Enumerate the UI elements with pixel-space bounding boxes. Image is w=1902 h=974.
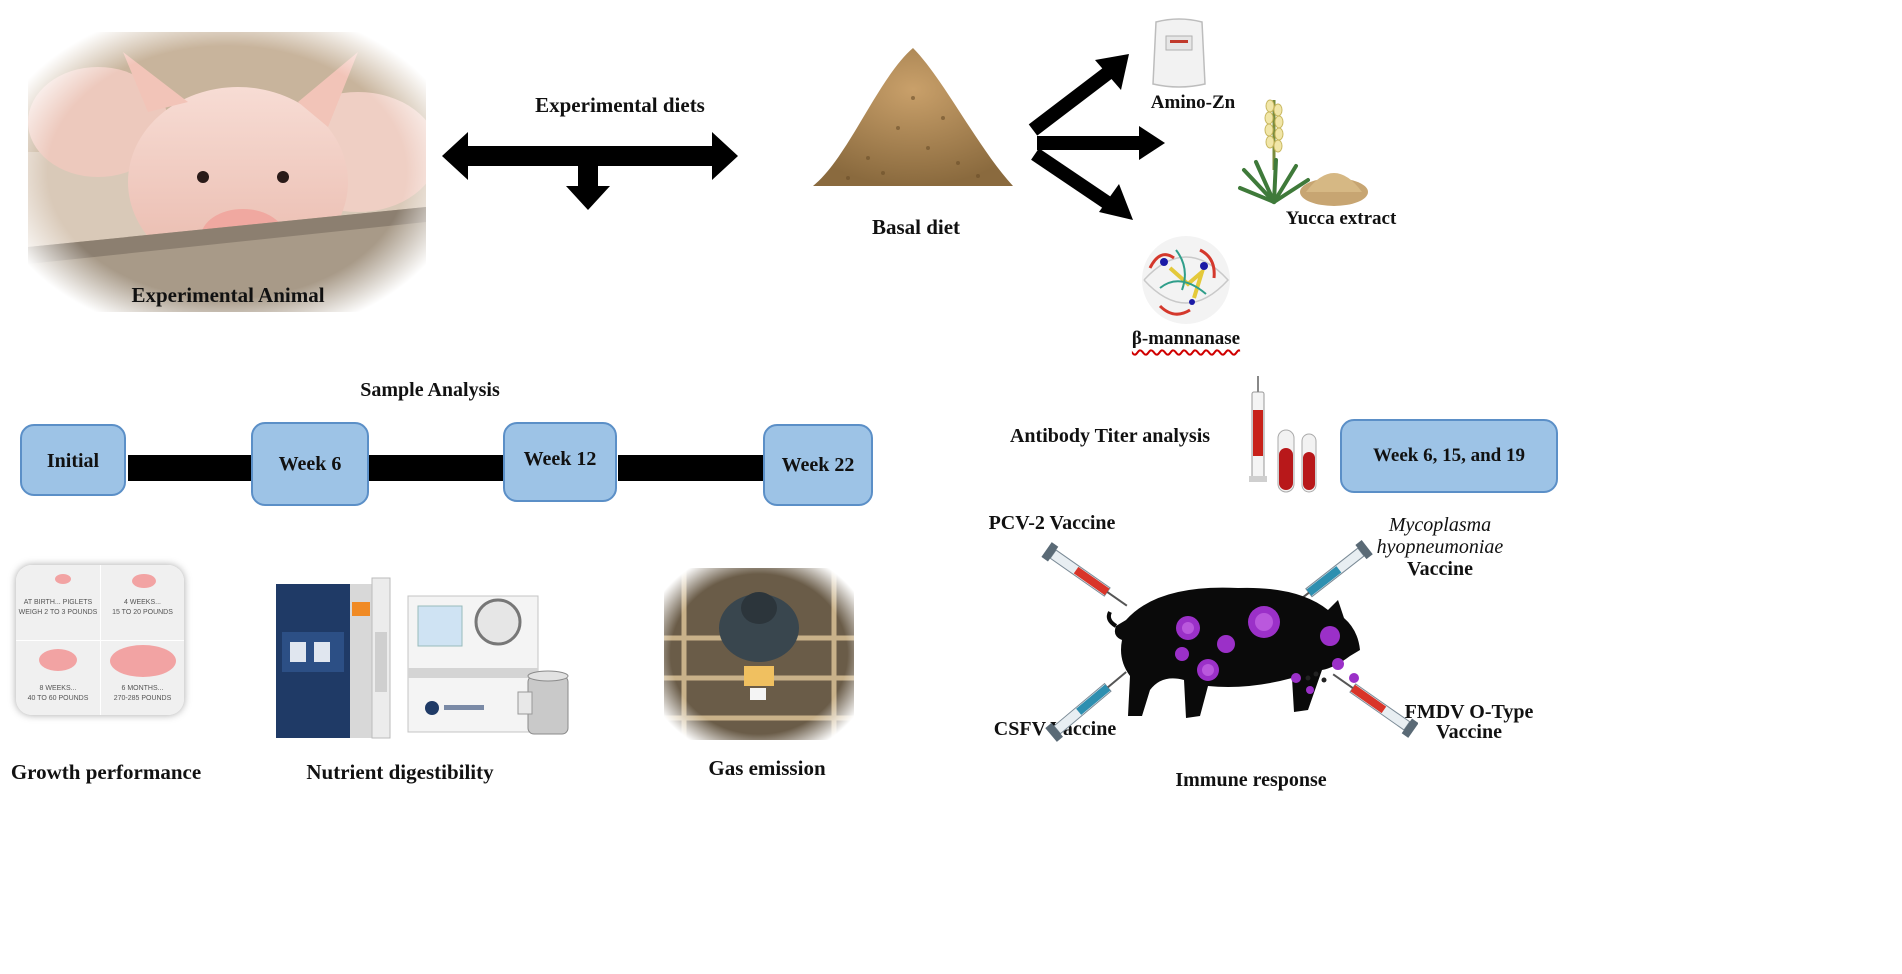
piglet-medium-icon bbox=[132, 574, 156, 588]
week-6-15-19-box: Week 6, 15, and 19 bbox=[1340, 419, 1558, 493]
sample-analysis-title: Sample Analysis bbox=[360, 379, 500, 401]
growth-cell-8weeks: 8 WEEKS... 40 TO 60 POUNDS bbox=[16, 641, 101, 715]
syringe-csfv-icon bbox=[1045, 671, 1127, 742]
yucca-extract-label: Yucca extract bbox=[1285, 208, 1397, 229]
experimental-diets-label: Experimental diets bbox=[535, 93, 705, 117]
syringe-pcv2-icon bbox=[1041, 542, 1128, 607]
experimental-diets-arrow bbox=[442, 132, 738, 210]
antibody-titer-label: Antibody Titer analysis bbox=[1009, 425, 1211, 447]
growth-cell-4weeks-line2: 15 TO 20 POUNDS bbox=[112, 609, 173, 616]
piglet-small-icon bbox=[55, 574, 71, 584]
growth-cell-8weeks-line2: 40 TO 60 POUNDS bbox=[27, 695, 89, 702]
mycoplasma-line-3: Vaccine bbox=[1407, 558, 1473, 580]
fmdv-line-1: FMDV O-Type bbox=[1404, 701, 1534, 723]
mycoplasma-line-1: Mycoplasma bbox=[1388, 514, 1492, 536]
timeline-bar-1 bbox=[128, 455, 252, 481]
basal-diet-image bbox=[813, 48, 1013, 186]
amino-zn-label: Amino-Zn bbox=[1150, 92, 1236, 113]
branch-arrows bbox=[1028, 54, 1165, 220]
mycoplasma-vaccine-label: Mycoplasma hyopneumoniae Vaccine bbox=[1370, 514, 1510, 580]
pcv2-vaccine-label: PCV-2 Vaccine bbox=[988, 512, 1116, 534]
timeline-bar-3 bbox=[618, 455, 764, 481]
pig-xlarge-icon bbox=[110, 645, 176, 677]
pig-large-icon bbox=[39, 649, 77, 671]
fmdv-vaccine-label: FMDV O-Type Vaccine bbox=[1404, 702, 1534, 742]
growth-chart-card: AT BIRTH... PIGLETS WEIGH 2 TO 3 POUNDS … bbox=[16, 565, 184, 715]
timeline-step-week-6: Week 6 bbox=[251, 422, 369, 506]
growth-cell-birth-line2: WEIGH 2 TO 3 POUNDS bbox=[18, 609, 98, 616]
growth-cell-4weeks-line1: 4 WEEKS... bbox=[124, 599, 161, 606]
gas-emission-photo bbox=[664, 568, 854, 740]
immune-response-label: Immune response bbox=[1175, 769, 1327, 791]
amino-zn-bag-icon bbox=[1152, 18, 1206, 88]
mycoplasma-line-2: hyopneumoniae bbox=[1376, 536, 1504, 558]
pig-immune-diagram bbox=[1041, 540, 1418, 742]
timeline-step-week-12: Week 12 bbox=[503, 422, 617, 502]
growth-cell-8weeks-line1: 8 WEEKS... bbox=[39, 685, 77, 692]
beta-mannanase-text: β-mannanase bbox=[1131, 328, 1241, 349]
experimental-animal-label: Experimental Animal bbox=[131, 283, 325, 307]
beta-mannanase-protein-image bbox=[1142, 236, 1230, 324]
nutrient-digestibility-label: Nutrient digestibility bbox=[306, 760, 494, 784]
yucca-extract-image bbox=[1238, 99, 1368, 206]
gas-emission-label: Gas emission bbox=[708, 756, 826, 780]
growth-performance-label: Growth performance bbox=[10, 760, 202, 784]
timeline-bar-2 bbox=[366, 455, 504, 481]
growth-cell-4weeks: 4 WEEKS... 15 TO 20 POUNDS bbox=[101, 565, 184, 641]
syringe-fmdv-icon bbox=[1332, 673, 1418, 738]
growth-cell-6months-line1: 6 MONTHS... bbox=[121, 685, 164, 692]
fmdv-line-2: Vaccine bbox=[1436, 721, 1502, 743]
beta-mannanase-label: β-mannanase bbox=[1126, 328, 1246, 350]
piglet-photo bbox=[28, 32, 426, 312]
blood-tubes-syringe-icon bbox=[1249, 376, 1317, 493]
basal-diet-label: Basal diet bbox=[871, 215, 961, 239]
timeline-step-initial: Initial bbox=[20, 424, 126, 496]
growth-cell-birth-line1: AT BIRTH... PIGLETS bbox=[23, 599, 93, 606]
digestibility-instruments-image bbox=[276, 577, 569, 739]
growth-cell-birth: AT BIRTH... PIGLETS WEIGH 2 TO 3 POUNDS bbox=[16, 565, 101, 641]
growth-cell-6months-line2: 270-285 POUNDS bbox=[113, 695, 172, 702]
growth-cell-6months: 6 MONTHS... 270-285 POUNDS bbox=[101, 641, 184, 715]
timeline-step-week-22: Week 22 bbox=[763, 424, 873, 506]
